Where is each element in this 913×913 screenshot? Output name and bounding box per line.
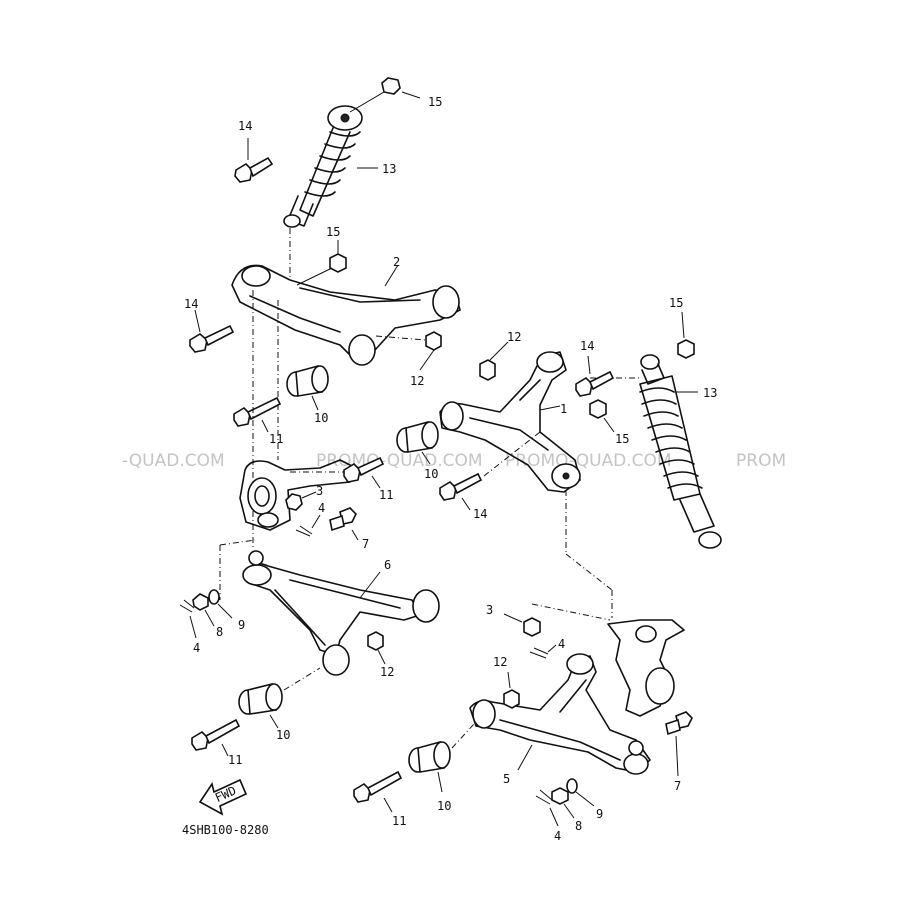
bolt-11-lower-left: [191, 718, 241, 757]
watermark-mid2: PROMO-QUAD.COM: [505, 451, 672, 471]
callout-2: 2: [393, 255, 400, 269]
nut-15-arm2: [296, 240, 347, 286]
fwd-arrow-icon: FWD: [198, 778, 248, 816]
callout-4: 4: [554, 829, 561, 843]
callout-12: 12: [507, 330, 521, 344]
nut-12-arm1: [479, 341, 509, 381]
callout-13: 13: [703, 386, 717, 400]
callout-12: 12: [410, 374, 424, 388]
callout-14: 14: [473, 507, 487, 521]
cotter-4-lower-right: [535, 789, 559, 827]
bolt-11-lower-right: [353, 770, 403, 813]
bushing-10-lower-right: [408, 723, 475, 793]
nut-8-left: [192, 593, 215, 627]
lower-left-a-arm: [242, 550, 440, 676]
left-knuckle: [239, 459, 361, 531]
callout-9: 9: [596, 807, 603, 821]
callout-3: 3: [316, 484, 323, 498]
callout-12: 12: [380, 665, 394, 679]
callout-7: 7: [674, 779, 681, 793]
callout-7: 7: [362, 537, 369, 551]
callout-10: 10: [276, 728, 290, 742]
bolt-14-top-left: [234, 138, 274, 183]
watermark-left: -QUAD.COM: [122, 451, 225, 471]
callout-13: 13: [382, 162, 396, 176]
callout-14: 14: [580, 339, 594, 353]
watermark-mid1: PROMO-QUAD.COM: [316, 451, 483, 471]
nut-15-arm1: [589, 399, 615, 433]
callout-11: 11: [269, 432, 283, 446]
watermark: -QUAD.COM PROMO-QUAD.COM PROMO-QUAD.COM …: [122, 451, 786, 471]
bolt-11-knuckle-left: [343, 456, 385, 489]
callout-4: 4: [318, 501, 325, 515]
nut-15-top-left: [349, 77, 421, 113]
callout-8: 8: [575, 819, 582, 833]
nut-8-right: [551, 787, 575, 819]
nut-12-arm2: [375, 331, 442, 371]
dash-line-4: [219, 539, 256, 546]
callout-14: 14: [184, 297, 198, 311]
bolt-7-left: [329, 507, 359, 541]
cotter-4-lower-left: [179, 599, 197, 639]
callout-6: 6: [384, 558, 391, 572]
lower-right-a-arm: [469, 653, 651, 775]
callout-1: 1: [560, 402, 567, 416]
part-code: 4SHB100-8280: [182, 823, 269, 837]
callout-12: 12: [493, 655, 507, 669]
watermark-right: PROM: [736, 451, 786, 471]
callout-4: 4: [193, 641, 200, 655]
callout-11: 11: [392, 814, 406, 828]
cotter-4-left: [295, 514, 321, 537]
callout-15: 15: [326, 225, 340, 239]
callout-10: 10: [437, 799, 451, 813]
callouts: 15 14 13 15 2 14 15 12 14 12 13 1 10 11 …: [184, 95, 717, 843]
nut-12-lower-right: [503, 671, 520, 709]
upper-left-a-arm: [231, 264, 461, 366]
bushing-10-lower-left: [238, 667, 321, 729]
bolt-14-arm1: [439, 472, 483, 511]
nut-3-left: [285, 491, 317, 511]
callout-14: 14: [238, 119, 252, 133]
callout-11: 11: [228, 753, 242, 767]
right-knuckle: [607, 619, 685, 717]
callout-10: 10: [424, 467, 438, 481]
callout-8: 8: [216, 625, 223, 639]
nut-15-right-shock: [677, 311, 695, 359]
callout-10: 10: [314, 411, 328, 425]
callout-5: 5: [503, 772, 510, 786]
dash-line-9: [565, 553, 613, 591]
bolt-7-right: [665, 711, 693, 777]
nut-12-lower-left: [367, 631, 386, 665]
bolt-14-right-shock: [575, 355, 615, 397]
callout-11: 11: [379, 488, 393, 502]
bushing-10-arm2: [286, 364, 329, 411]
bolt-14-arm2: [189, 309, 235, 353]
washer-9-right: [566, 778, 595, 807]
upper-right-a-arm: [439, 351, 581, 493]
bolt-11-arm2: [233, 396, 282, 433]
dash-line-7: [483, 431, 541, 477]
bushing-10-arm1: [396, 420, 439, 465]
cotter-4-right: [529, 644, 557, 659]
callout-15: 15: [615, 432, 629, 446]
callout-4: 4: [558, 637, 565, 651]
callout-15: 15: [669, 296, 683, 310]
callout-3: 3: [486, 603, 493, 617]
callout-15: 15: [428, 95, 442, 109]
nut-3-right: [503, 603, 611, 637]
callout-9: 9: [238, 618, 245, 632]
washer-9-left: [208, 589, 233, 619]
left-shock-absorber: [283, 105, 363, 228]
right-shock-absorber: [639, 354, 722, 549]
